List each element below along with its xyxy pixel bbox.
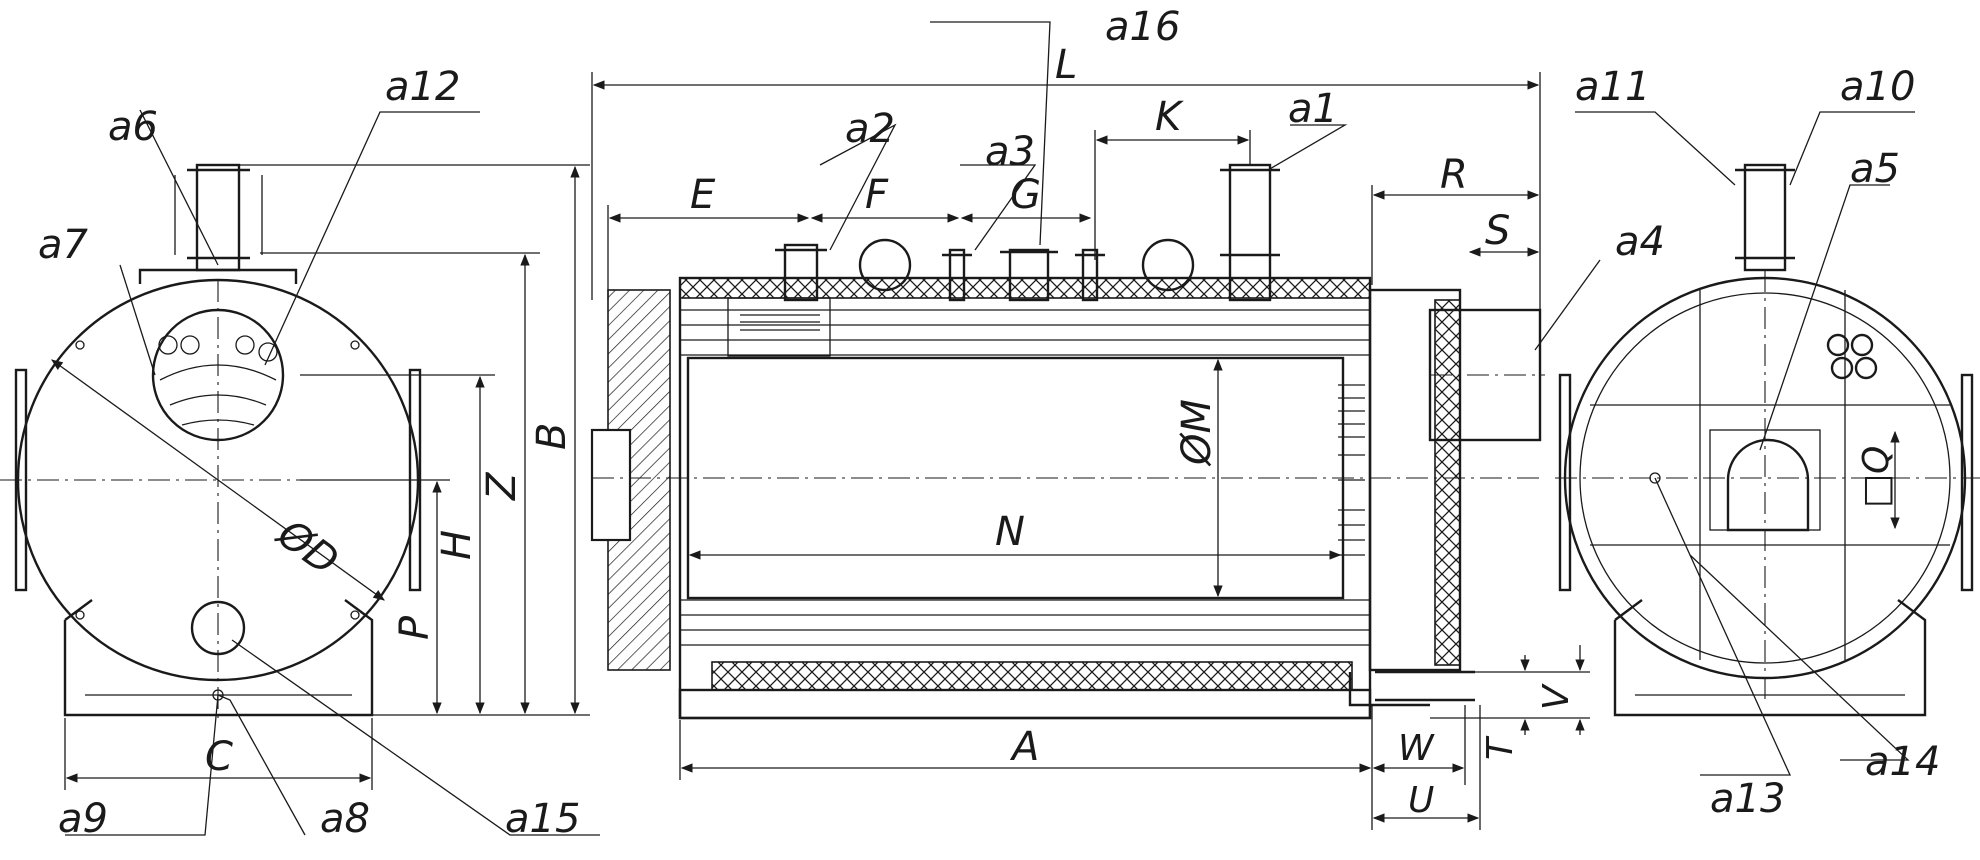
dim-D: ØD — [268, 510, 347, 585]
dim-H: H — [434, 530, 480, 560]
callout-labels: a6 a12 a7 a9 a8 a15 a16 a2 a3 a1 a4 a11 … — [38, 4, 1940, 842]
rear-view — [1555, 111, 1980, 776]
dim-Z: Z — [479, 471, 525, 501]
shell-body — [678, 276, 1372, 720]
front-view — [0, 109, 600, 836]
rear-fittings-cluster — [1826, 333, 1878, 380]
callout-a6: a6 — [108, 104, 158, 150]
dim-B: B — [529, 423, 575, 450]
dim-F: F — [865, 172, 889, 218]
dim-S: S — [1485, 208, 1510, 254]
dim-T: T — [1480, 735, 1521, 760]
callout-a15: a15 — [505, 796, 580, 842]
callout-a9: a9 — [58, 796, 108, 842]
dim-M: ØM — [1174, 399, 1220, 467]
side-section-view — [590, 21, 1601, 830]
dim-K: K — [1155, 94, 1184, 140]
callout-a11: a11 — [1575, 64, 1650, 110]
callout-a8: a8 — [320, 796, 370, 842]
callout-a10: a10 — [1840, 64, 1915, 110]
callout-a5: a5 — [1850, 146, 1900, 192]
dim-L: L — [1055, 42, 1077, 88]
callout-a1: a1 — [1288, 86, 1338, 132]
callout-a2: a2 — [845, 106, 895, 152]
callout-a4: a4 — [1615, 219, 1665, 265]
callout-a12: a12 — [385, 64, 460, 110]
rear-inspection-window — [1709, 429, 1821, 531]
dim-E: E — [690, 172, 716, 218]
dim-V: V — [1536, 683, 1577, 710]
dim-U: U — [1408, 780, 1434, 821]
dim-C: C — [205, 734, 233, 780]
callout-a14: a14 — [1865, 739, 1940, 785]
dim-N: N — [995, 509, 1025, 555]
dim-W: W — [1398, 728, 1435, 769]
dim-Q: □Q — [1856, 446, 1897, 508]
dim-R: R — [1440, 152, 1468, 198]
callout-a16: a16 — [1105, 4, 1180, 50]
callout-a7: a7 — [38, 222, 89, 268]
dim-A: A — [1009, 724, 1039, 770]
callout-a13: a13 — [1710, 776, 1785, 822]
dim-P: P — [392, 615, 438, 640]
callout-a3: a3 — [985, 129, 1035, 175]
dimension-labels: L K R S E F G ØM N A W U T V B Z H P C Ø… — [205, 42, 1897, 821]
dim-G: G — [1010, 172, 1041, 218]
rear-base — [1613, 599, 1927, 717]
top-nozzles — [775, 163, 1280, 302]
